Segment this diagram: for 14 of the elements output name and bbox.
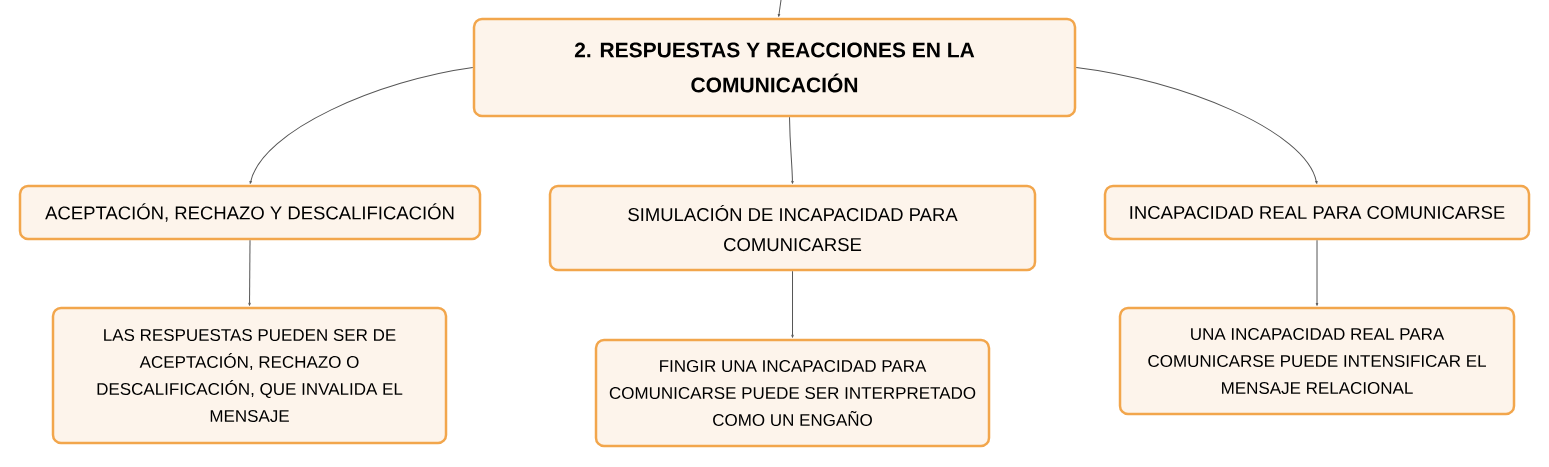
topic-box: 2. RESPUESTAS Y REACCIONES EN LA COMUNICACIÓN [472, 17, 1077, 118]
subtopic-box: ACEPTACIÓN, RECHAZO Y DESCALIFICACIÓN [18, 184, 482, 241]
connector-arrow [248, 239, 251, 306]
subtopic-box: INCAPACIDAD REAL PARA COMUNICARSE [1103, 184, 1531, 241]
connector-arrow [1315, 239, 1319, 306]
connector-arrow [789, 116, 794, 184]
connector-arrow [791, 270, 794, 338]
connector-arrow [249, 67, 474, 184]
subtopic-box: SIMULACIÓN DE INCAPACIDAD PARA COMUNICARSE [548, 184, 1037, 272]
description-box: FINGIR UNA INCAPACIDAD PARA COMUNICARSE PUEDE SER INTERPRETADO COMO UN ENGAÑO [594, 338, 991, 448]
description-box: UNA INCAPACIDAD REAL PARA COMUNICARSE PUEDE INTENSIFICAR EL MENSAJE RELACIONAL [1118, 306, 1516, 416]
description-box: LAS RESPUESTAS PUEDEN SER DE ACEPTACIÓN, RECHAZO O DESCALIFICACIÓN, QUE INVALIDA EL MENSAJE [51, 306, 448, 445]
connector-arrow [1075, 67, 1318, 184]
connector-arrow [777, 0, 782, 17]
